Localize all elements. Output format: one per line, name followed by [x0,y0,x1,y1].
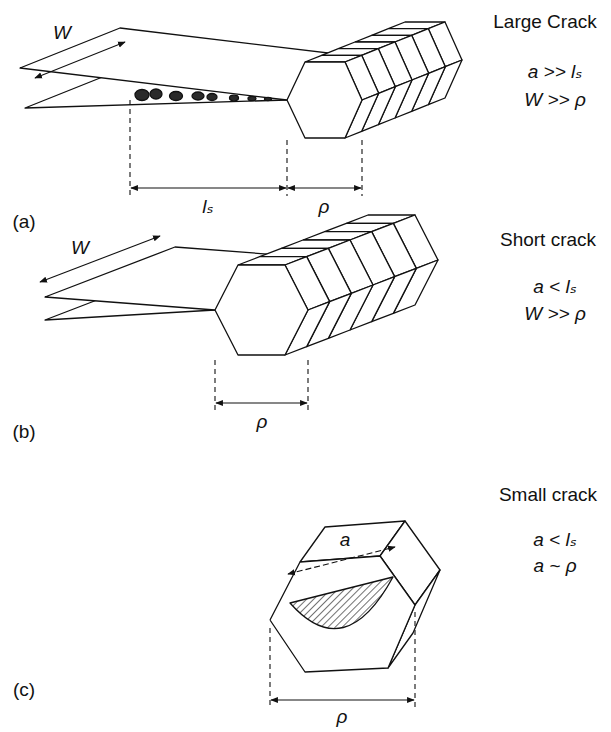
width-arrow [35,42,125,78]
dimension-arrow [288,187,361,188]
crack-type-title: Short crack [500,230,596,251]
condition-label: a ~ ρ [533,556,576,577]
dimension-label: ρ [319,197,330,218]
width-arrow [40,236,160,282]
panel-letter: (a) [12,212,35,233]
condition-label: W >> ρ [524,304,586,325]
dimension-label: ρ [337,707,348,728]
condition-label: W >> ρ [524,90,586,111]
grain-front-face [215,265,308,355]
condition-label: a >> lₛ [528,62,583,83]
small-crack [290,577,393,629]
dimension-arrow [131,187,286,188]
dimension-label: W [71,238,89,259]
crack-type-title: Small crack [499,485,597,506]
panel-letter: (c) [13,680,35,701]
panel-letter: (b) [12,422,35,443]
dimension-label: a [340,530,351,551]
dimension-arrow [271,699,414,700]
dimension-label: ρ [257,412,268,433]
dimension-label: W [53,23,71,44]
crack-type-title: Large Crack [493,12,597,33]
dimension-arrow [216,402,307,403]
extension-lines [130,100,415,707]
condition-label: a < lₛ [533,530,577,551]
grain-row [287,22,462,138]
condition-label: a < lₛ [533,277,577,298]
bridging-grains [135,89,272,101]
dimension-label: lₛ [202,197,213,218]
grain-front-face [287,62,362,138]
grain-row [215,215,438,355]
crack-size-arrow [288,547,395,574]
